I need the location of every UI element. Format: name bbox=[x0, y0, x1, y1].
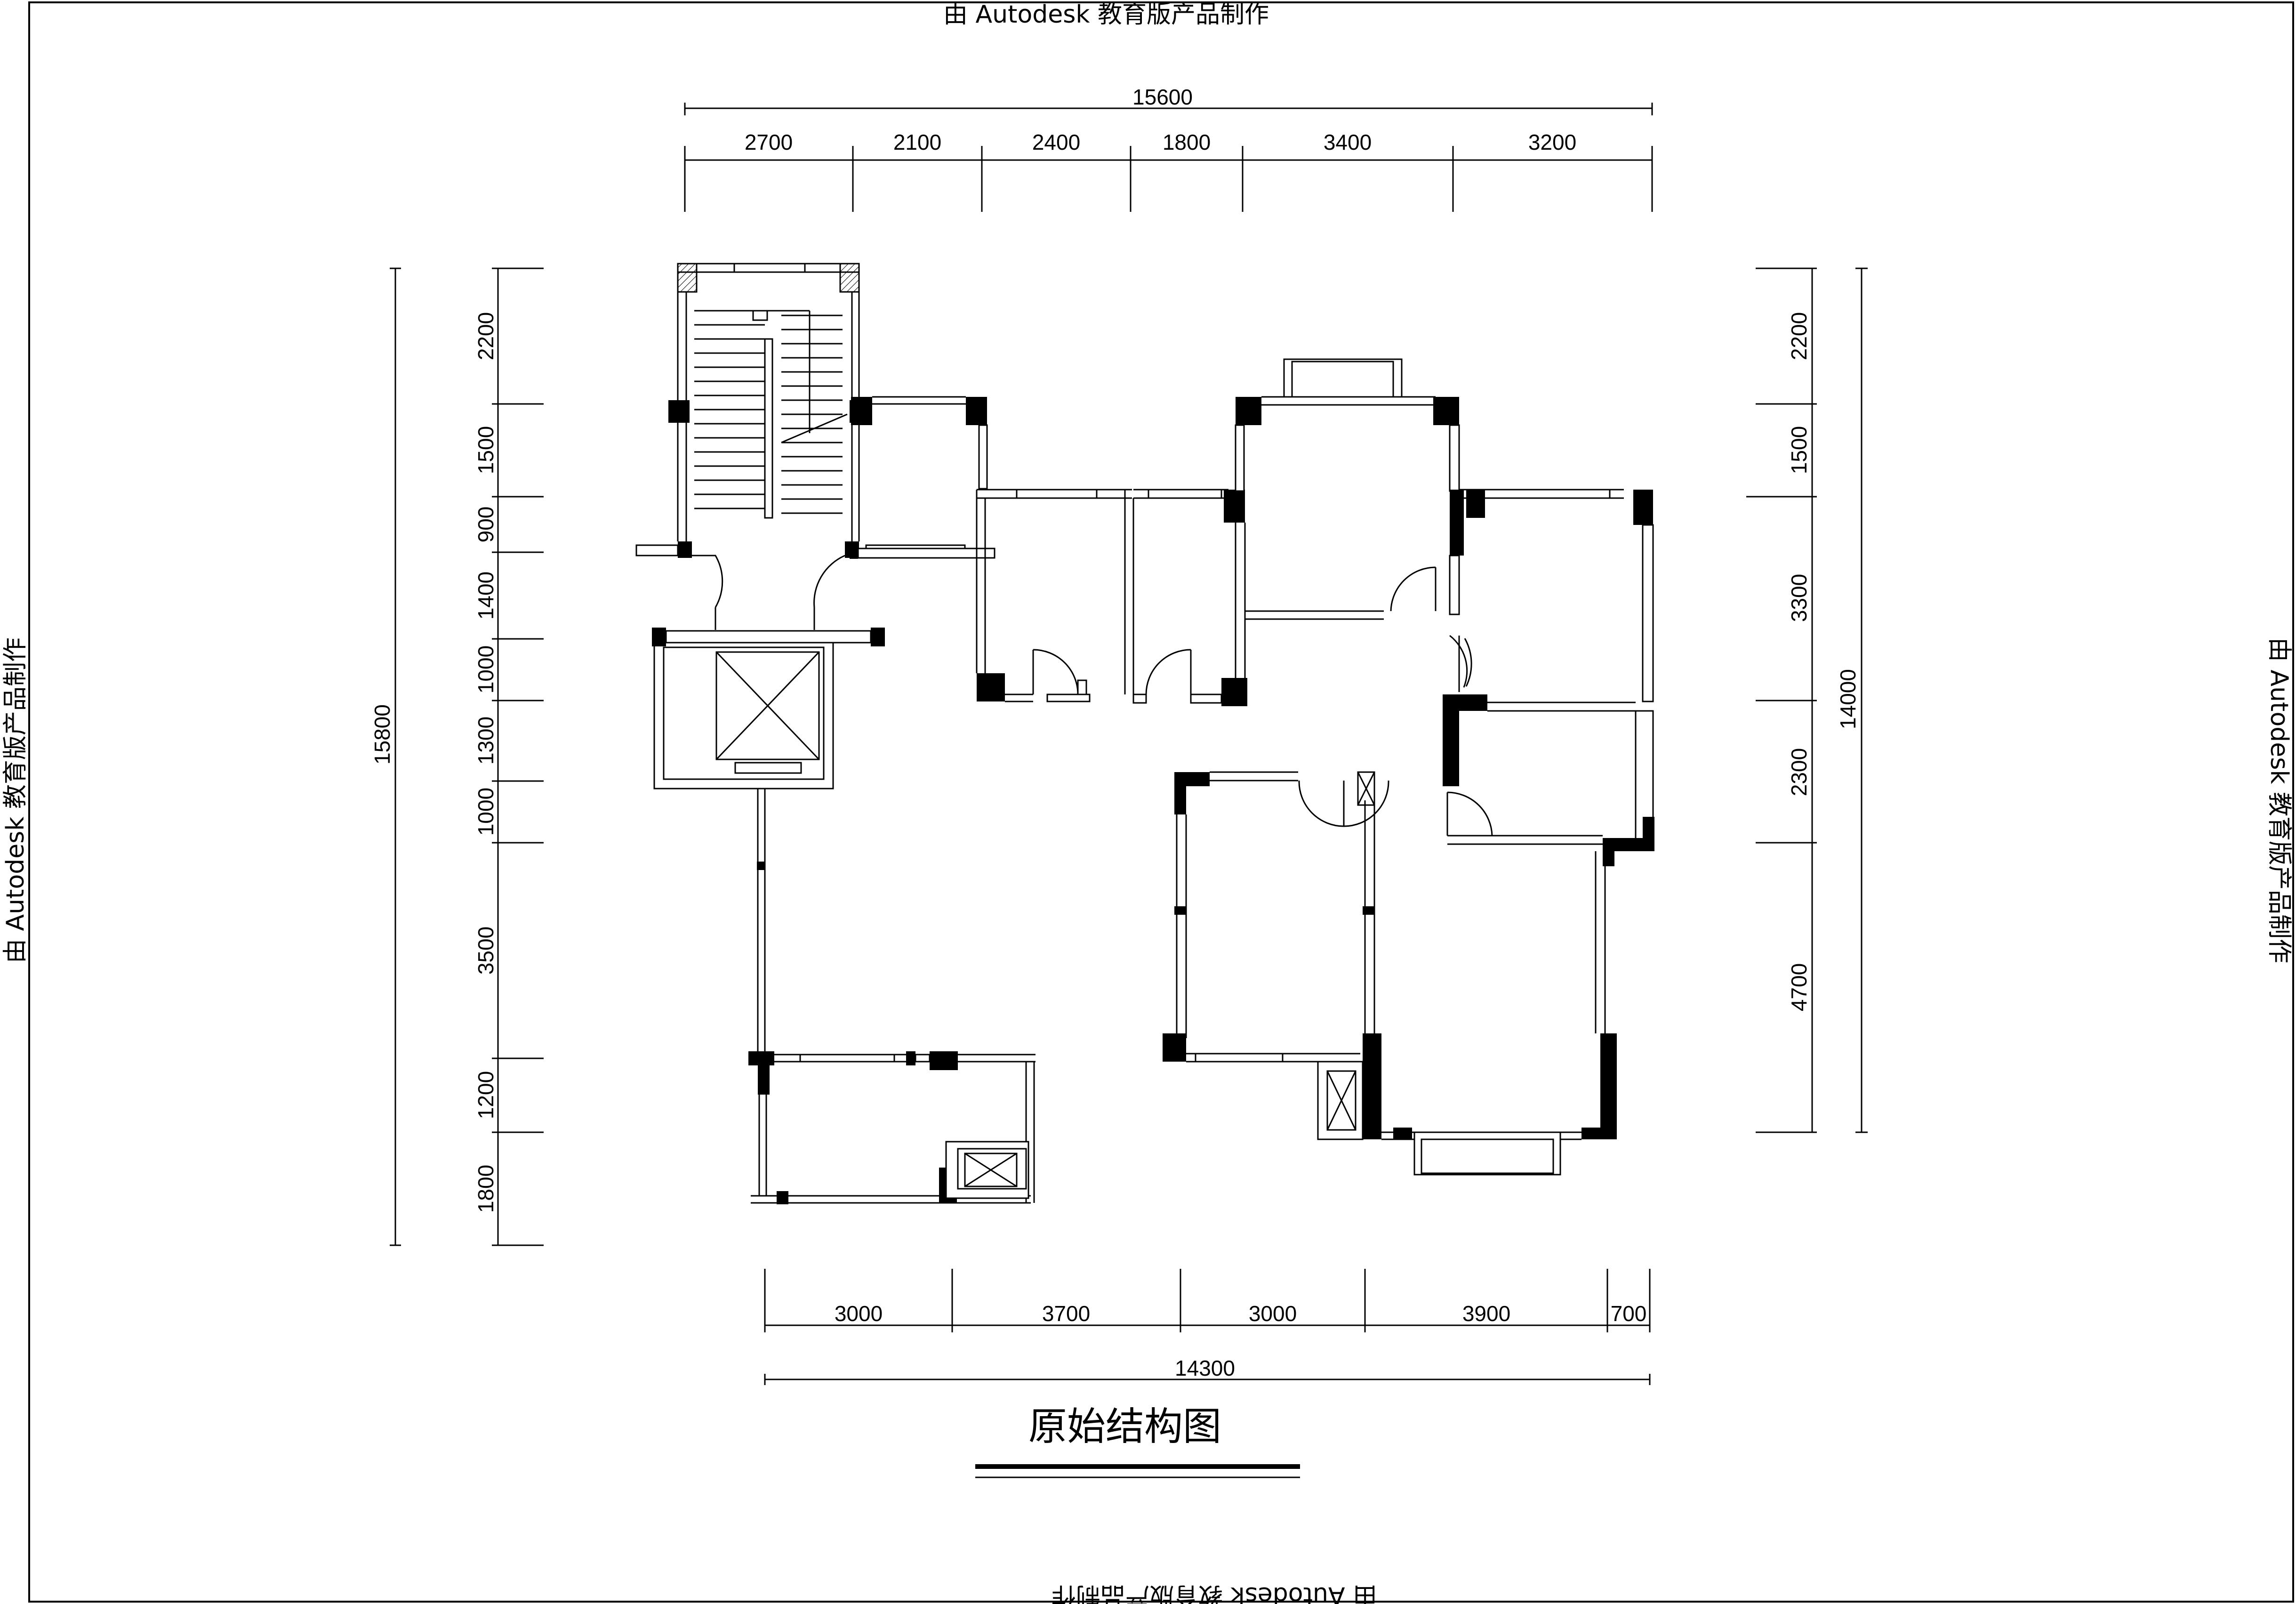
sheet-border bbox=[28, 1, 2294, 1603]
left-seg-9: 1200 bbox=[474, 1071, 498, 1119]
bottom-seg-5: 700 bbox=[1611, 1301, 1647, 1326]
top-dimension-chain: 15600 2700 2100 2400 1800 3400 3200 bbox=[684, 85, 1653, 212]
balcony-lower bbox=[751, 1062, 1035, 1204]
watermark-right: 由 Autodesk 教育版产品制作 bbox=[2265, 637, 2293, 963]
left-seg-8: 3500 bbox=[474, 927, 498, 975]
top-seg-6: 3200 bbox=[1528, 130, 1576, 154]
top-seg-1: 2700 bbox=[745, 130, 793, 154]
right-dimension-chain: 14000 2200 1500 3300 2300 4700 bbox=[1746, 267, 1868, 1133]
room-right-upper bbox=[1449, 489, 1654, 702]
right-seg-2: 1500 bbox=[1787, 426, 1811, 474]
bottom-seg-3: 3000 bbox=[1249, 1301, 1297, 1326]
left-total-label: 15800 bbox=[370, 704, 394, 765]
right-seg-1: 2200 bbox=[1787, 312, 1811, 360]
bottom-seg-4: 3900 bbox=[1462, 1301, 1510, 1326]
left-seg-4: 1400 bbox=[474, 572, 498, 620]
room-right-middle bbox=[1443, 694, 1654, 866]
left-seg-10: 1800 bbox=[474, 1165, 498, 1213]
bottom-dimension-chain: 3000 3700 3000 3900 700 14300 bbox=[764, 1269, 1651, 1385]
right-seg-5: 4700 bbox=[1787, 963, 1811, 1011]
left-seg-7: 1000 bbox=[474, 788, 498, 836]
right-total-label: 14000 bbox=[1836, 669, 1860, 729]
watermark-bottom: 由 Autodesk 教育版产品制作 bbox=[1052, 1581, 1377, 1604]
title-underline-thick bbox=[975, 1464, 1300, 1469]
left-seg-2: 1500 bbox=[474, 426, 498, 474]
room-upper-middle bbox=[1235, 358, 1460, 620]
room-upper-small bbox=[850, 396, 995, 559]
floor-plan bbox=[635, 263, 1654, 1204]
room-center bbox=[1163, 771, 1389, 1063]
top-seg-3: 2400 bbox=[1032, 130, 1080, 154]
stairwell bbox=[635, 263, 966, 630]
left-dimension-chain: 15800 2200 1500 900 1400 1000 1300 1000 … bbox=[370, 267, 544, 1246]
right-seg-3: 3300 bbox=[1787, 574, 1811, 622]
left-seg-5: 1000 bbox=[474, 645, 498, 693]
top-seg-4: 1800 bbox=[1163, 130, 1211, 154]
drawing-title: 原始结构图 bbox=[1028, 1404, 1221, 1449]
room-right-lower bbox=[1317, 851, 1617, 1176]
bottom-total-label: 14300 bbox=[1175, 1356, 1235, 1380]
left-seg-3: 900 bbox=[474, 507, 498, 543]
room-bath-pair bbox=[976, 489, 1247, 706]
bottom-seg-2: 3700 bbox=[1042, 1301, 1090, 1326]
bottom-seg-1: 3000 bbox=[835, 1301, 883, 1326]
living-left-wall bbox=[748, 789, 1036, 1070]
watermark-left: 由 Autodesk 教育版产品制作 bbox=[1, 637, 30, 963]
top-seg-5: 3400 bbox=[1324, 130, 1372, 154]
left-seg-1: 2200 bbox=[474, 312, 498, 360]
left-seg-6: 1300 bbox=[474, 717, 498, 765]
elevator bbox=[652, 628, 885, 790]
watermark-top: 由 Autodesk 教育版产品制作 bbox=[943, 0, 1269, 29]
right-seg-4: 2300 bbox=[1787, 748, 1811, 796]
stair-treads bbox=[694, 310, 848, 519]
top-seg-2: 2100 bbox=[893, 130, 941, 154]
top-total-label: 15600 bbox=[1132, 85, 1193, 109]
